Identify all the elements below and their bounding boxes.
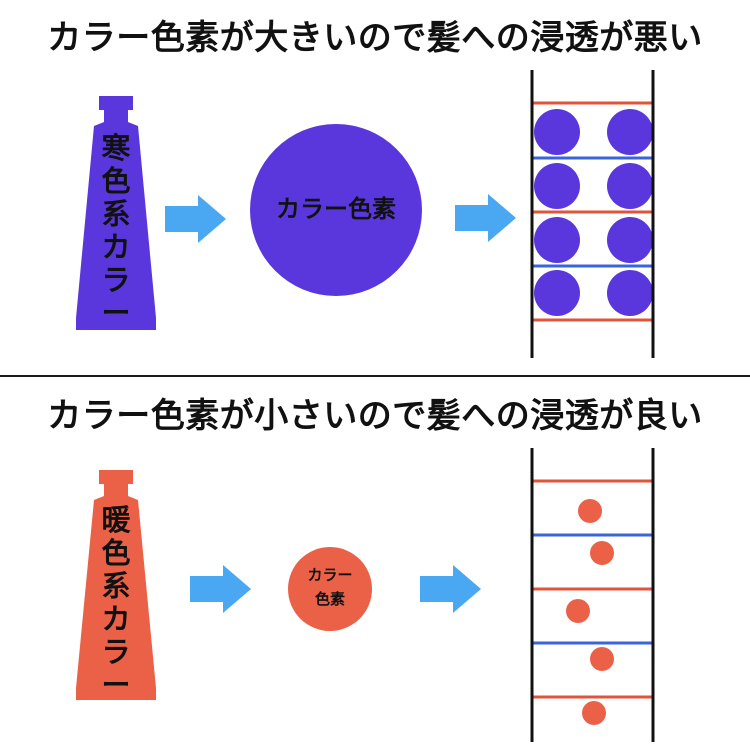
large-dye-molecule bbox=[250, 124, 422, 296]
arrow-icon bbox=[420, 565, 481, 613]
tube-cap bbox=[99, 96, 133, 110]
small-dye-particle bbox=[590, 541, 614, 565]
large-dye-particle bbox=[534, 163, 580, 209]
arrow-icon bbox=[455, 194, 516, 242]
small-dye-particle bbox=[578, 499, 602, 523]
bottom-title: カラー色素が小さいので髪への浸透が良い bbox=[47, 396, 703, 436]
cool-tube-label: 寒 色 系 カ ラ ー bbox=[101, 131, 131, 330]
large-dye-particle bbox=[534, 217, 580, 263]
top-title: カラー色素が大きいので髪への浸透が悪い bbox=[47, 18, 703, 58]
large-dye-particle bbox=[607, 109, 653, 155]
small-dye-particle bbox=[590, 647, 614, 671]
cool-color-tube bbox=[76, 96, 156, 330]
hair-structure-top bbox=[530, 70, 655, 358]
tube-body bbox=[76, 484, 156, 700]
tube-body bbox=[76, 110, 156, 330]
tube-cap bbox=[99, 470, 133, 484]
small-dye-molecule bbox=[288, 547, 372, 631]
large-dye-particle bbox=[607, 270, 653, 316]
arrow-icon bbox=[190, 565, 251, 613]
large-dye-particle bbox=[607, 163, 653, 209]
large-dye-label: カラー色素 bbox=[276, 195, 396, 223]
small-dye-particle bbox=[582, 701, 606, 725]
arrow-icon bbox=[165, 195, 226, 243]
warm-color-tube bbox=[76, 470, 156, 700]
small-dye-label: カラー 色素 bbox=[307, 566, 353, 608]
small-dye-particle bbox=[566, 599, 590, 623]
section-divider bbox=[0, 375, 750, 377]
large-dye-particle bbox=[607, 217, 653, 263]
large-dye-particle bbox=[534, 109, 580, 155]
hair-structure-bottom bbox=[530, 448, 655, 742]
large-dye-particle bbox=[534, 270, 580, 316]
warm-tube-label: 暖 色 系 カ ラ ー bbox=[101, 503, 131, 702]
